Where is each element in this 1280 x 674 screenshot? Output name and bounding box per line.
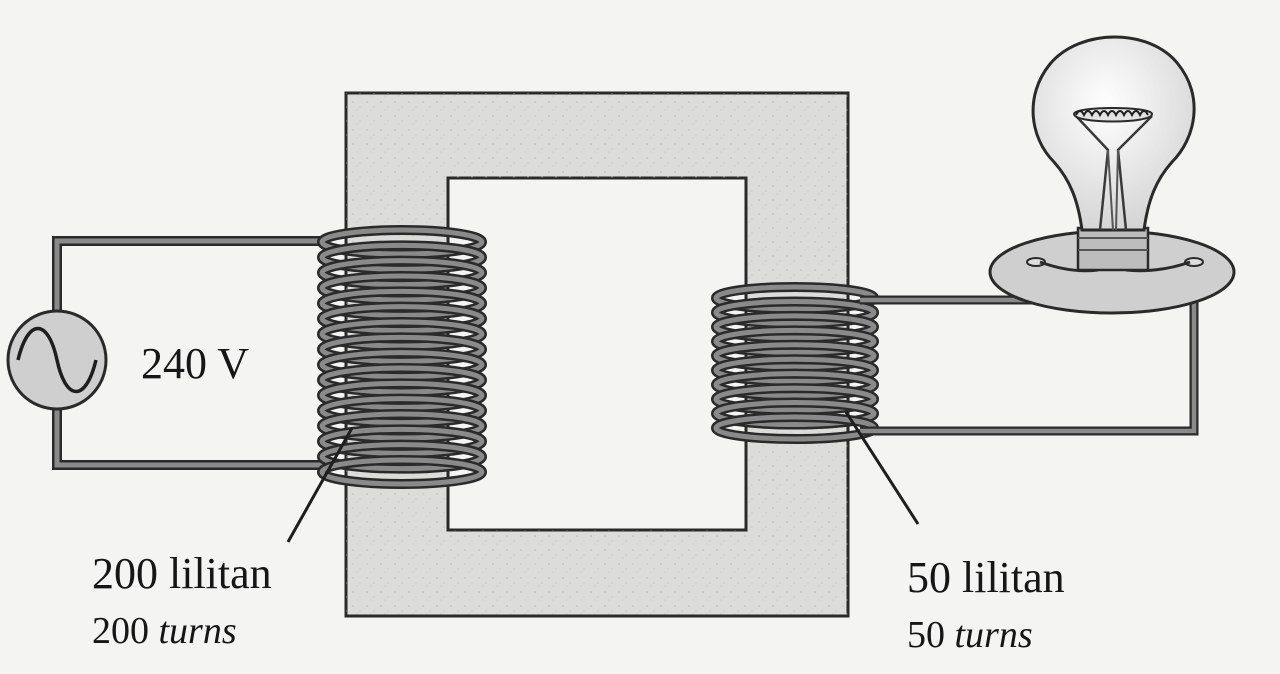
primary-coil-winding-highlight [319, 365, 485, 395]
secondary-coil-winding-highlight [713, 327, 877, 355]
secondary-coil-winding-highlight [713, 342, 877, 370]
primary-coil-winding-highlight [319, 442, 485, 472]
secondary-leader-line [844, 411, 920, 525]
light-bulb [988, 35, 1236, 315]
secondary-coil-winding-highlight [713, 298, 877, 326]
primary-coil-winding-highlight [319, 334, 485, 364]
primary-wires [52, 236, 330, 470]
secondary-coil-winding-highlight [713, 385, 877, 413]
voltage-label: 240 V [141, 339, 249, 388]
primary-coil-winding-highlight [319, 242, 485, 272]
secondary-coil [711, 282, 879, 444]
primary-coil-winding-highlight [319, 426, 485, 456]
primary-coil-winding-highlight [319, 227, 485, 257]
secondary-coil-winding-highlight [713, 356, 877, 384]
primary-coil-winding-highlight [319, 273, 485, 303]
primary-coil-winding-highlight [319, 457, 485, 487]
ac-source [6, 309, 108, 411]
primary-coil-winding-highlight [319, 396, 485, 426]
primary-coil-winding-highlight [319, 350, 485, 380]
primary-coil-winding-highlight [319, 380, 485, 410]
primary-coil-winding-highlight [319, 411, 485, 441]
secondary-turns-label: 50 lilitan [907, 553, 1065, 602]
primary-coil-winding-highlight [319, 258, 485, 288]
secondary-coil-winding-highlight [713, 313, 877, 341]
primary-leader-line [286, 427, 354, 543]
secondary-coil-winding-highlight [713, 400, 877, 428]
primary-coil-winding-highlight [319, 319, 485, 349]
primary-turns-label: 200 lilitan [92, 549, 272, 598]
primary-turns-english: 200 turns [92, 610, 237, 652]
secondary-coil-winding-highlight [713, 371, 877, 399]
secondary-turns-english: 50 turns [907, 614, 1033, 656]
primary-coil-winding-highlight [319, 288, 485, 318]
primary-coil-winding-highlight [319, 304, 485, 334]
primary-coil [317, 225, 487, 489]
sine-wave-icon [16, 327, 98, 393]
